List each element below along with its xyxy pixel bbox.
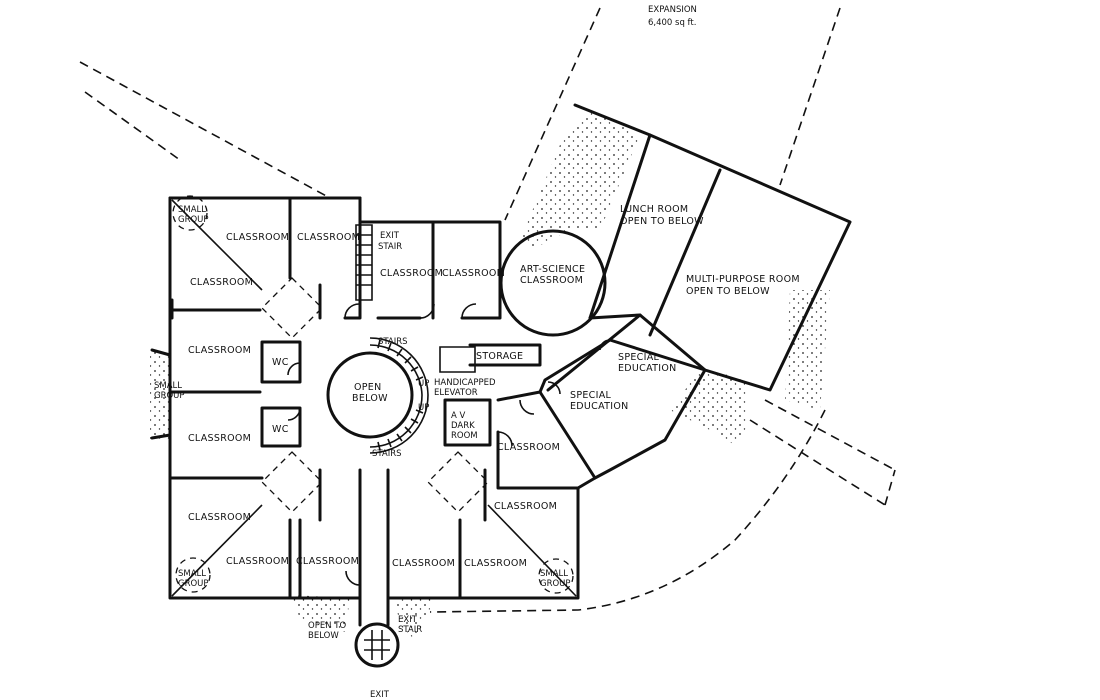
door-swings xyxy=(287,303,611,586)
label-small-group-se-2: GROUP xyxy=(540,579,571,589)
label-exit-stair-n-1: EXIT xyxy=(380,231,400,241)
landscape-stipple xyxy=(150,110,830,640)
label-av-1: A V xyxy=(451,411,466,421)
label-wc-1: WC xyxy=(272,357,289,368)
label-classroom-4: CLASSROOM xyxy=(188,345,251,356)
label-wc-2: WC xyxy=(272,424,289,435)
label-exit-stair-s-2: STAIR xyxy=(398,625,422,635)
corner-lobbies xyxy=(171,199,577,597)
label-classroom-8: CLASSROOM xyxy=(296,556,359,567)
label-multi-purpose-1: MULTI-PURPOSE ROOM xyxy=(686,274,800,285)
label-lunch-room-1: LUNCH ROOM xyxy=(620,204,688,215)
label-small-group-w-1: SMALL xyxy=(154,381,182,391)
label-exit-stair-s-1: EXIT xyxy=(398,615,418,625)
label-av-2: DARK xyxy=(451,421,475,431)
label-classroom-1: CLASSROOM xyxy=(226,232,289,243)
label-classroom-12: CLASSROOM xyxy=(497,442,560,453)
art-science-room xyxy=(499,229,607,337)
label-lunch-room-2: OPEN TO BELOW xyxy=(620,216,704,227)
label-classroom-6: CLASSROOM xyxy=(188,512,251,523)
label-stairs-south: STAIRS xyxy=(372,449,402,459)
label-open-below-2: BELOW xyxy=(352,393,388,404)
label-handicapped-2: ELEVATOR xyxy=(434,388,478,398)
label-exit-bottom: EXIT xyxy=(370,690,390,700)
label-up-1: UP xyxy=(418,379,429,389)
label-small-group-nw-2: GROUP xyxy=(178,215,209,225)
label-art-science-2: CLASSROOM xyxy=(520,275,583,286)
label-classroom-11: CLASSROOM xyxy=(494,501,557,512)
label-stairs-north: STAIRS xyxy=(378,337,408,347)
label-small-group-nw-1: SMALL xyxy=(178,205,206,215)
label-special-ed-1: SPECIAL xyxy=(618,352,659,363)
central-rotunda xyxy=(326,337,429,454)
label-classroom-2: CLASSROOM xyxy=(297,232,360,243)
label-exit-stair-n-2: STAIR xyxy=(378,242,402,252)
label-multi-purpose-2: OPEN TO BELOW xyxy=(686,286,770,297)
label-special-ed-2: EDUCATION xyxy=(618,363,677,374)
label-open-to-below-2: BELOW xyxy=(308,631,339,641)
label-open-below-1: OPEN xyxy=(354,382,382,393)
label-special-ed-3: SPECIAL xyxy=(570,390,611,401)
label-storage: STORAGE xyxy=(476,351,523,362)
small-group-alcoves xyxy=(172,195,574,594)
label-classroom-9: CLASSROOM xyxy=(392,558,455,569)
label-small-group-sw-2: GROUP xyxy=(178,579,209,589)
label-classroom-5: CLASSROOM xyxy=(188,433,251,444)
label-classroom-3: CLASSROOM xyxy=(190,277,253,288)
exit-stair-south xyxy=(354,596,400,668)
label-small-group-sw-1: SMALL xyxy=(178,569,206,579)
expansion-label: EXPANSION xyxy=(648,5,697,15)
building-walls xyxy=(150,103,852,600)
label-art-science-1: ART-SCIENCE xyxy=(520,264,585,275)
label-small-group-w-2: GROUP xyxy=(154,391,185,401)
label-classroom-13: CLASSROOM xyxy=(380,268,443,279)
label-small-group-se-1: SMALL xyxy=(540,569,568,579)
label-av-3: ROOM xyxy=(451,431,478,441)
label-up-2: UP xyxy=(418,403,429,413)
label-classroom-7: CLASSROOM xyxy=(226,556,289,567)
room-labels: SMALL GROUP CLASSROOM CLASSROOM CLASSROO… xyxy=(154,204,800,700)
expansion-area: 6,400 sq ft. xyxy=(648,18,696,28)
label-open-to-below-1: OPEN TO xyxy=(308,621,346,631)
exit-stair-north xyxy=(355,224,373,301)
label-classroom-10: CLASSROOM xyxy=(464,558,527,569)
site-outline-dashed xyxy=(79,7,896,613)
label-special-ed-4: EDUCATION xyxy=(570,401,629,412)
label-classroom-14: CLASSROOM xyxy=(442,268,505,279)
label-handicapped-1: HANDICAPPED xyxy=(434,378,496,388)
